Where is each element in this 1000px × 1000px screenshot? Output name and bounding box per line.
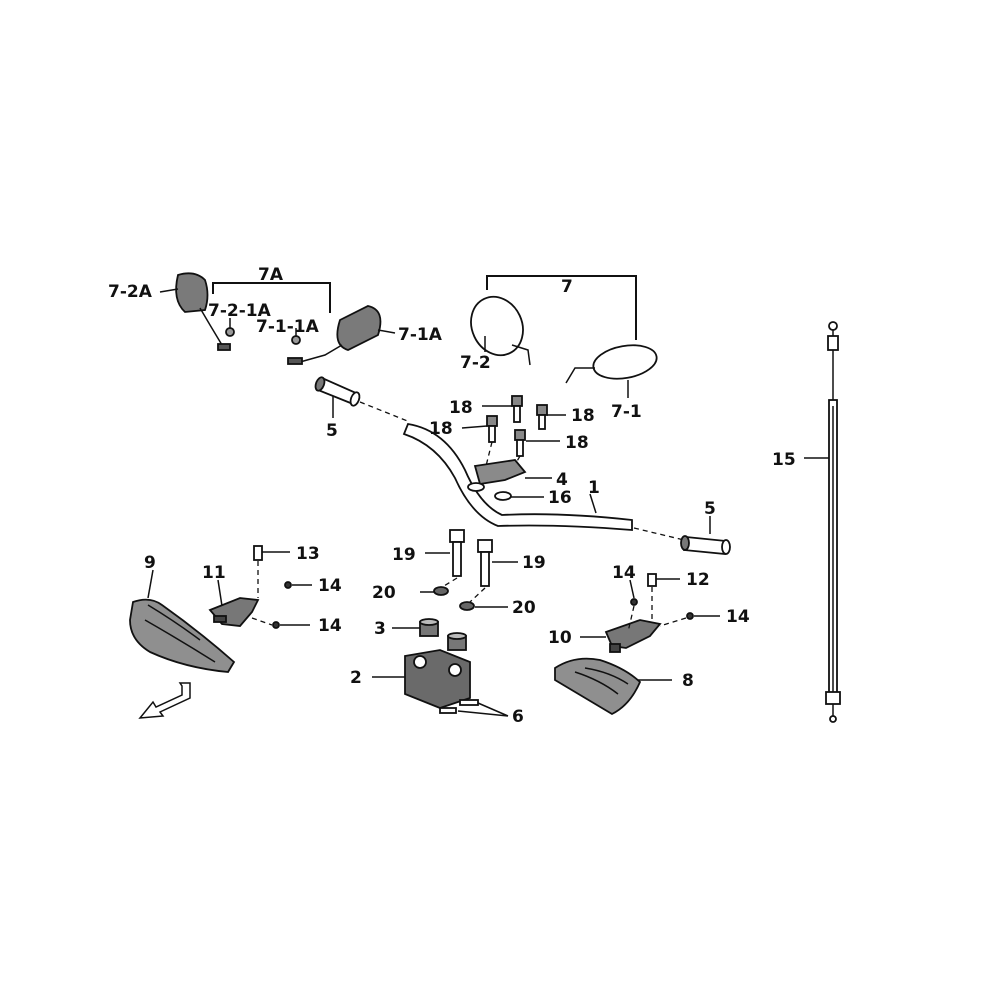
- mirror-7-2: [470, 295, 531, 366]
- label-7a: 7A: [258, 265, 284, 285]
- nut-14-upper-left: [284, 581, 292, 589]
- label-5-left: 5: [326, 421, 338, 441]
- hand-guard-8: [554, 657, 642, 716]
- label-1: 1: [588, 478, 600, 498]
- label-15: 15: [772, 450, 796, 470]
- label-16: 16: [548, 488, 572, 508]
- bolt-18-c: [486, 415, 498, 443]
- screw-13: [253, 545, 263, 561]
- washer-16-a: [467, 482, 485, 492]
- label-4: 4: [556, 470, 568, 490]
- label-9: 9: [144, 553, 156, 573]
- throttle-cable-15: [825, 321, 841, 723]
- mirror-7-1: [565, 344, 658, 384]
- label-11: 11: [202, 563, 226, 583]
- washer-20-right: [459, 601, 475, 611]
- hand-guard-9: [129, 598, 236, 673]
- guard-mount-bracket-11: [208, 597, 260, 627]
- bushing-3-right: [447, 632, 467, 651]
- label-14-lower-left: 14: [318, 616, 342, 636]
- label-19-left: 19: [392, 545, 416, 565]
- label-7-2: 7-2: [460, 353, 491, 373]
- washer-16-b: [494, 491, 512, 501]
- guard-mount-bracket-10: [604, 619, 662, 653]
- nut-14-upper-right: [630, 598, 638, 606]
- bushing-3-left: [419, 618, 439, 637]
- label-7-1a: 7-1A: [398, 325, 443, 345]
- label-7-1-1a: 7-1-1A: [256, 317, 320, 337]
- nut-14-lower-right: [686, 612, 694, 620]
- label-7-2-1a: 7-2-1A: [208, 301, 272, 321]
- bolt-18-d: [514, 429, 526, 457]
- mirror-7-2a: [175, 272, 231, 351]
- mirror-screw-7-1-1a: [291, 335, 301, 345]
- label-7: 7: [561, 277, 573, 297]
- label-3: 3: [374, 619, 386, 639]
- label-18-b: 18: [571, 406, 595, 426]
- label-18-a: 18: [449, 398, 473, 418]
- label-20-left: 20: [372, 583, 396, 603]
- label-19-right: 19: [522, 553, 546, 573]
- label-14-upper-left: 14: [318, 576, 342, 596]
- upper-clamp-4: [473, 459, 527, 486]
- bolt-19-right: [477, 539, 493, 587]
- label-20-right: 20: [512, 598, 536, 618]
- washer-20-left: [433, 586, 449, 596]
- bolt-18-a: [511, 395, 523, 423]
- label-7-1: 7-1: [611, 402, 642, 422]
- nut-14-lower-left: [272, 621, 280, 629]
- label-14-upper-right: 14: [612, 563, 636, 583]
- mirror-7-1a: [287, 305, 382, 365]
- label-6: 6: [512, 707, 524, 727]
- label-7-2a: 7-2A: [108, 282, 153, 302]
- bolt-6-b: [459, 699, 479, 706]
- bracket-7: [486, 275, 637, 340]
- screw-12: [647, 573, 657, 587]
- label-14-lower-right: 14: [726, 607, 750, 627]
- bolt-18-b: [536, 404, 548, 430]
- handlebar-1: [402, 422, 633, 531]
- label-2: 2: [350, 668, 362, 688]
- label-10: 10: [548, 628, 572, 648]
- bracket-7a: [212, 282, 331, 313]
- grip-right-5: [680, 535, 731, 555]
- bolt-19-left: [449, 529, 465, 577]
- mirror-screw-7-2-1a: [225, 327, 235, 337]
- label-18-d: 18: [565, 433, 589, 453]
- label-8: 8: [682, 671, 694, 691]
- label-18-c: 18: [429, 419, 453, 439]
- front-direction-arrow: [138, 682, 191, 719]
- label-13: 13: [296, 544, 320, 564]
- label-12: 12: [686, 570, 710, 590]
- label-5-right: 5: [704, 499, 716, 519]
- grip-left-5: [314, 376, 361, 407]
- bolt-6-a: [439, 707, 457, 714]
